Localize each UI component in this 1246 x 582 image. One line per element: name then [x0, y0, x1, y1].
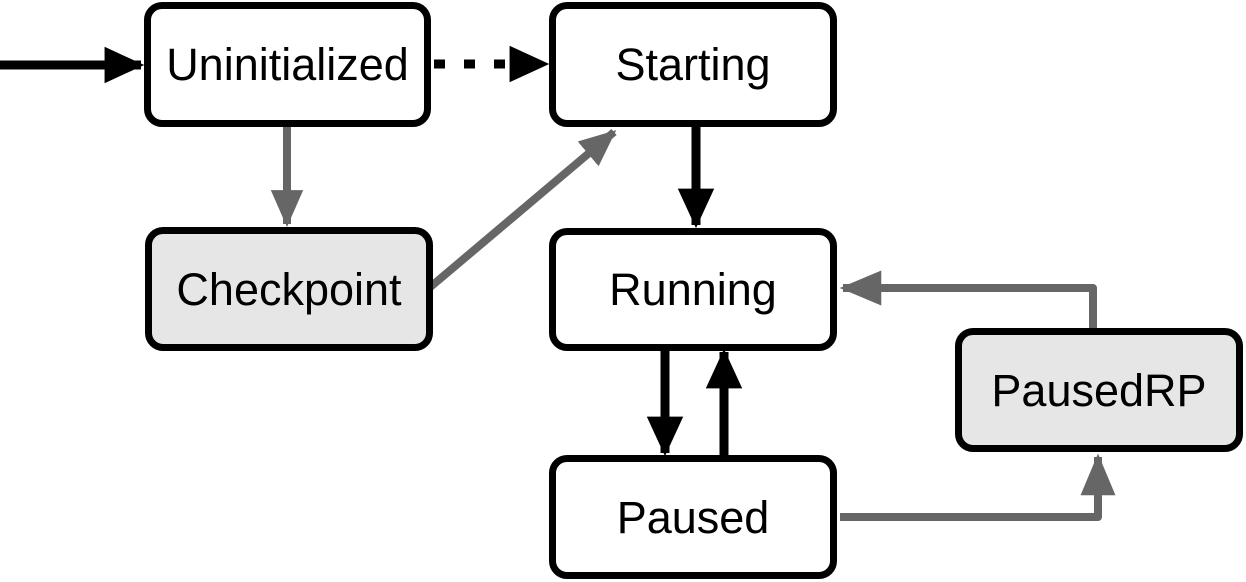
state-node-uninitialized[interactable]: Uninitialized [144, 2, 431, 127]
edge-paused-to-pausedrp [840, 453, 1116, 521]
edge-pausedrp-to-running [839, 270, 1097, 330]
state-label-paused: Paused [616, 491, 770, 543]
state-node-running[interactable]: Running [549, 228, 837, 351]
state-label-uninitialized: Uninitialized [166, 39, 409, 90]
state-node-checkpoint[interactable]: Checkpoint [145, 227, 433, 351]
state-node-starting[interactable]: Starting [549, 2, 837, 127]
state-node-paused[interactable]: Paused [549, 455, 837, 579]
state-label-starting: Starting [615, 39, 771, 90]
edge-checkpoint-to-starting [425, 128, 617, 293]
state-node-pausedrp[interactable]: PausedRP [955, 328, 1243, 452]
state-label-running: Running [609, 264, 777, 315]
state-label-pausedrp: PausedRP [991, 364, 1207, 416]
state-label-checkpoint: Checkpoint [176, 263, 402, 315]
